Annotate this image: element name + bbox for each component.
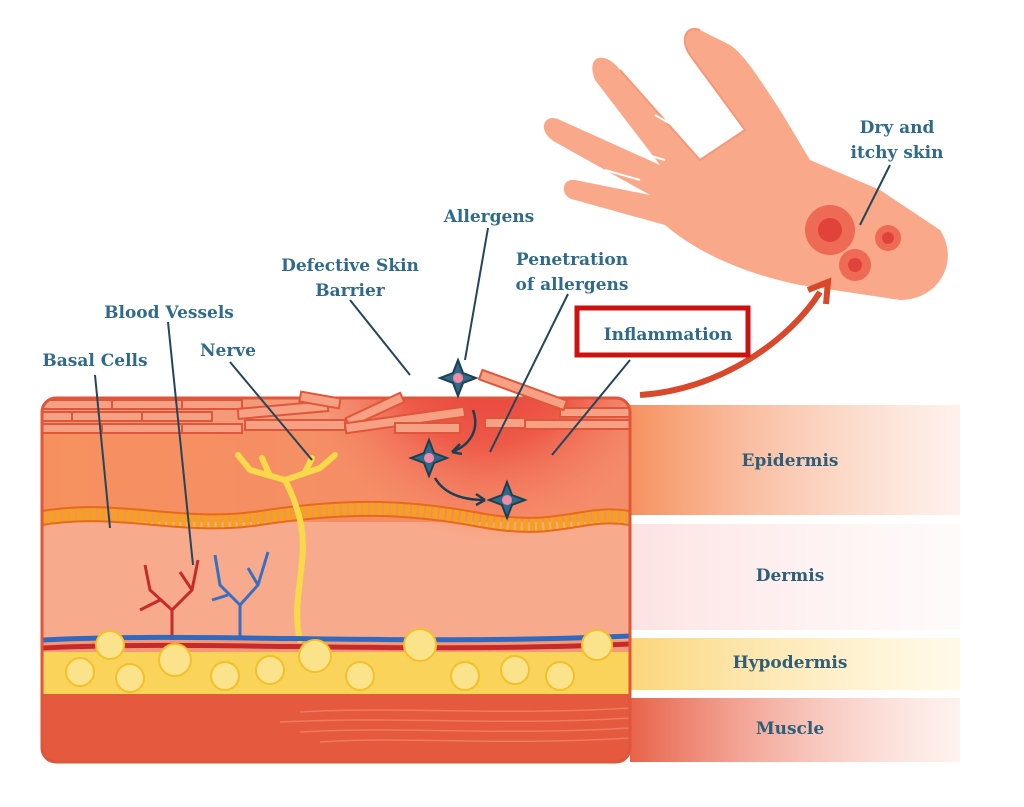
label-penetration-1: Penetration: [516, 250, 628, 270]
allergen-icon: [437, 357, 479, 399]
nerve: [235, 452, 338, 643]
label-penetration-2: of allergens: [516, 275, 629, 295]
label-dry-itchy-1: Dry and: [860, 118, 935, 138]
label-allergens: Allergens: [443, 207, 535, 227]
layer-label-dermis: Dermis: [756, 566, 825, 586]
label-basal-cells: Basal Cells: [42, 351, 147, 371]
muscle-layer: [42, 694, 630, 762]
skin-cross-section: [42, 398, 630, 762]
blood-vessels: [139, 551, 270, 640]
label-defective-barrier-2: Barrier: [315, 281, 386, 301]
basal-cell-layer: [42, 501, 630, 532]
label-blood-vessels: Blood Vessels: [104, 303, 234, 323]
layer-label-hypodermis: Hypodermis: [733, 653, 848, 673]
band-epidermis: [630, 405, 960, 515]
defective-barrier-flakes: [236, 368, 569, 435]
curved-arrow: [639, 290, 823, 398]
label-inflammation: Inflammation: [604, 325, 733, 345]
label-dry-itchy-2: itchy skin: [851, 143, 944, 163]
leader-lines: [94, 164, 891, 566]
allergen-icon: [486, 479, 528, 521]
label-nerve: Nerve: [200, 341, 256, 361]
hand-illustration: [543, 28, 948, 301]
allergen-icons: [408, 357, 528, 521]
allergen-icon: [408, 437, 450, 479]
band-muscle: [630, 698, 960, 762]
layer-label-epidermis: Epidermis: [742, 451, 839, 471]
band-dermis: [630, 524, 960, 630]
layer-label-muscle: Muscle: [756, 719, 825, 739]
band-hypodermis: [630, 638, 960, 690]
label-defective-barrier-1: Defective Skin: [281, 256, 419, 276]
arrow-icon: [433, 477, 486, 502]
stratum-corneum: [42, 399, 630, 434]
arrow-icon: [451, 409, 477, 454]
highlight-box: [574, 305, 751, 358]
layer-bands: Epidermis Dermis Hypodermis Muscle: [630, 405, 960, 762]
